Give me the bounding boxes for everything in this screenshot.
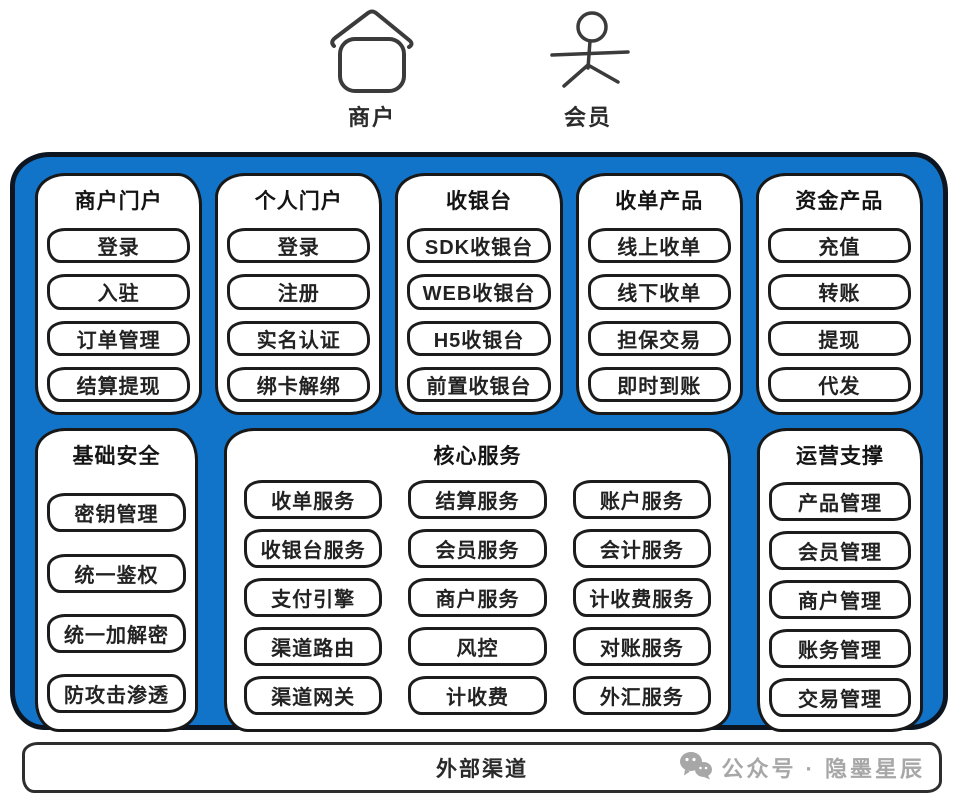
panel-title: 核心服务 [433,445,522,468]
panel-item-chip: 担保交易 [587,320,731,356]
panel-item-chip: 统一加解密 [47,613,186,653]
panel-title: 商户门户 [74,190,163,213]
panel-item-chip: 统一鉴权 [47,553,186,593]
panel-item-chip: 会计服务 [572,529,711,568]
panel-item-chip: 登录 [227,228,371,264]
external-channel-label: 外部渠道 [436,757,528,781]
panel-item-chip: 入驻 [47,274,191,310]
panel-item-chip: 商户服务 [408,578,547,617]
panel-item-chip: 提现 [767,320,912,356]
panel-item-chip: 对账服务 [572,627,711,666]
panel-item-chip: 计收费服务 [572,578,711,617]
panel-item-chip: 密钥管理 [47,493,186,533]
panel-title: 资金产品 [795,190,884,213]
panel-operation-support: 运营支撑 产品管理 会员管理 商户管理 账务管理 交易管理 [757,428,923,732]
panel-cashier: 收银台 SDK收银台 WEB收银台 H5收银台 前置收银台 [395,173,563,415]
panel-item-chip: 产品管理 [769,482,911,521]
house-icon [312,6,432,96]
panel-item-chip: 结算提现 [47,366,191,402]
panel-item-chip: 前置收银台 [407,366,551,402]
external-channel-bar: 外部渠道 公众号 · 隐墨星辰 [22,742,942,793]
panel-item-chip: 线上收单 [587,228,731,264]
panel-title: 个人门户 [254,190,343,213]
panel-title: 收银台 [446,190,512,213]
actor-merchant-label: 商户 [347,105,396,130]
panel-item-chip: 充值 [767,228,912,264]
panel-item-chip: 结算服务 [408,480,547,519]
panel-item-chip: 账务管理 [769,629,911,668]
panel-item-chip: 商户管理 [769,580,911,619]
panel-item-chip: 转账 [767,274,912,310]
panel-item-chip: 登录 [47,228,191,264]
payment-platform-container: 商户门户 登录 入驻 订单管理 结算提现 个人门户 登录 注册 实名认证 绑卡解… [10,152,948,732]
panel-item-chip: 渠道网关 [244,676,383,715]
panel-item-chip: H5收银台 [407,320,551,356]
panel-item-chip: 即时到账 [587,366,731,402]
panel-acquiring-products: 收单产品 线上收单 线下收单 担保交易 即时到账 [575,173,743,415]
panel-item-chip: 收银台服务 [244,529,383,568]
panel-item-chip: WEB收银台 [407,274,551,310]
watermark: 公众号 · 隐墨星辰 [679,750,925,785]
panel-merchant-portal: 商户门户 登录 入驻 订单管理 结算提现 [35,173,203,415]
panel-title: 运营支撑 [796,445,884,468]
person-icon [528,10,648,96]
portal-products-row: 商户门户 登录 入驻 订单管理 结算提现 个人门户 登录 注册 实名认证 绑卡解… [35,173,924,415]
panel-item-chip: SDK收银台 [407,228,551,264]
panel-base-security: 基础安全 密钥管理 统一鉴权 统一加解密 防攻击渗透 [35,428,198,732]
panel-item-chip: 实名认证 [227,320,371,356]
panel-item-chip: 支付引擎 [244,578,383,617]
panel-item-chip: 绑卡解绑 [227,366,371,402]
panel-title: 收单产品 [615,190,704,213]
panel-item-chip: 代发 [767,366,912,402]
panel-item-chip: 账户服务 [572,480,711,519]
panel-item-chip: 订单管理 [47,320,191,356]
wechat-icon [679,750,713,785]
watermark-text: 公众号 · 隐墨星辰 [721,756,925,782]
panel-item-chip: 注册 [227,274,371,310]
panel-item-chip: 会员管理 [769,531,911,570]
actor-member: 会员 [528,10,648,132]
panel-personal-portal: 个人门户 登录 注册 实名认证 绑卡解绑 [215,173,383,415]
panel-item-chip: 会员服务 [408,529,547,568]
panel-item-chip: 收单服务 [244,480,383,519]
actor-member-label: 会员 [563,105,612,130]
panel-item-chip: 渠道路由 [244,627,383,666]
panel-item-chip: 外汇服务 [572,676,711,715]
services-row: 基础安全 密钥管理 统一鉴权 统一加解密 防攻击渗透 核心服务 收单服务 结算服… [35,428,923,732]
panel-item-chip: 风控 [408,627,547,666]
panel-item-chip: 线下收单 [587,274,731,310]
panel-item-chip: 防攻击渗透 [47,674,186,713]
panel-core-services: 核心服务 收单服务 结算服务 账户服务 收银台服务 会员服务 会计服务 支付引擎… [224,428,731,732]
panel-title: 基础安全 [72,445,161,468]
actor-merchant: 商户 [312,6,432,132]
panel-fund-products: 资金产品 充值 转账 提现 代发 [755,173,924,415]
panel-item-chip: 计收费 [408,676,547,715]
panel-item-chip: 交易管理 [769,678,911,717]
core-services-grid: 收单服务 结算服务 账户服务 收银台服务 会员服务 会计服务 支付引擎 商户服务… [236,478,719,719]
